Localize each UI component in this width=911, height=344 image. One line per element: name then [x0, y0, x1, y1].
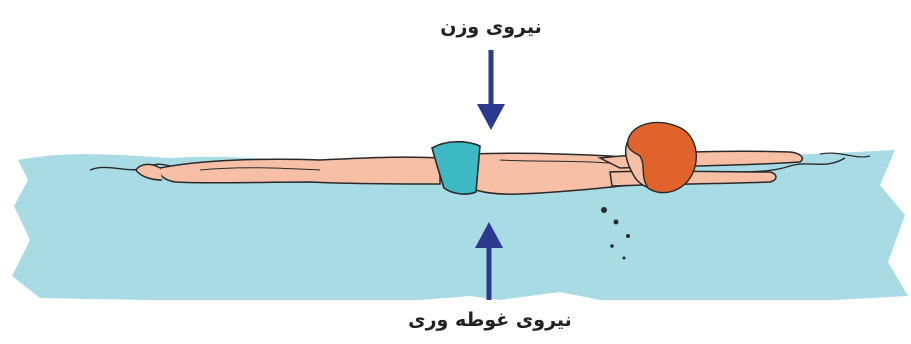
weight-force-label: نیروی وزن: [426, 18, 556, 37]
arrow-down-icon: [477, 50, 505, 130]
buoyant-force-label: نیروی غوطه وری: [395, 311, 585, 330]
